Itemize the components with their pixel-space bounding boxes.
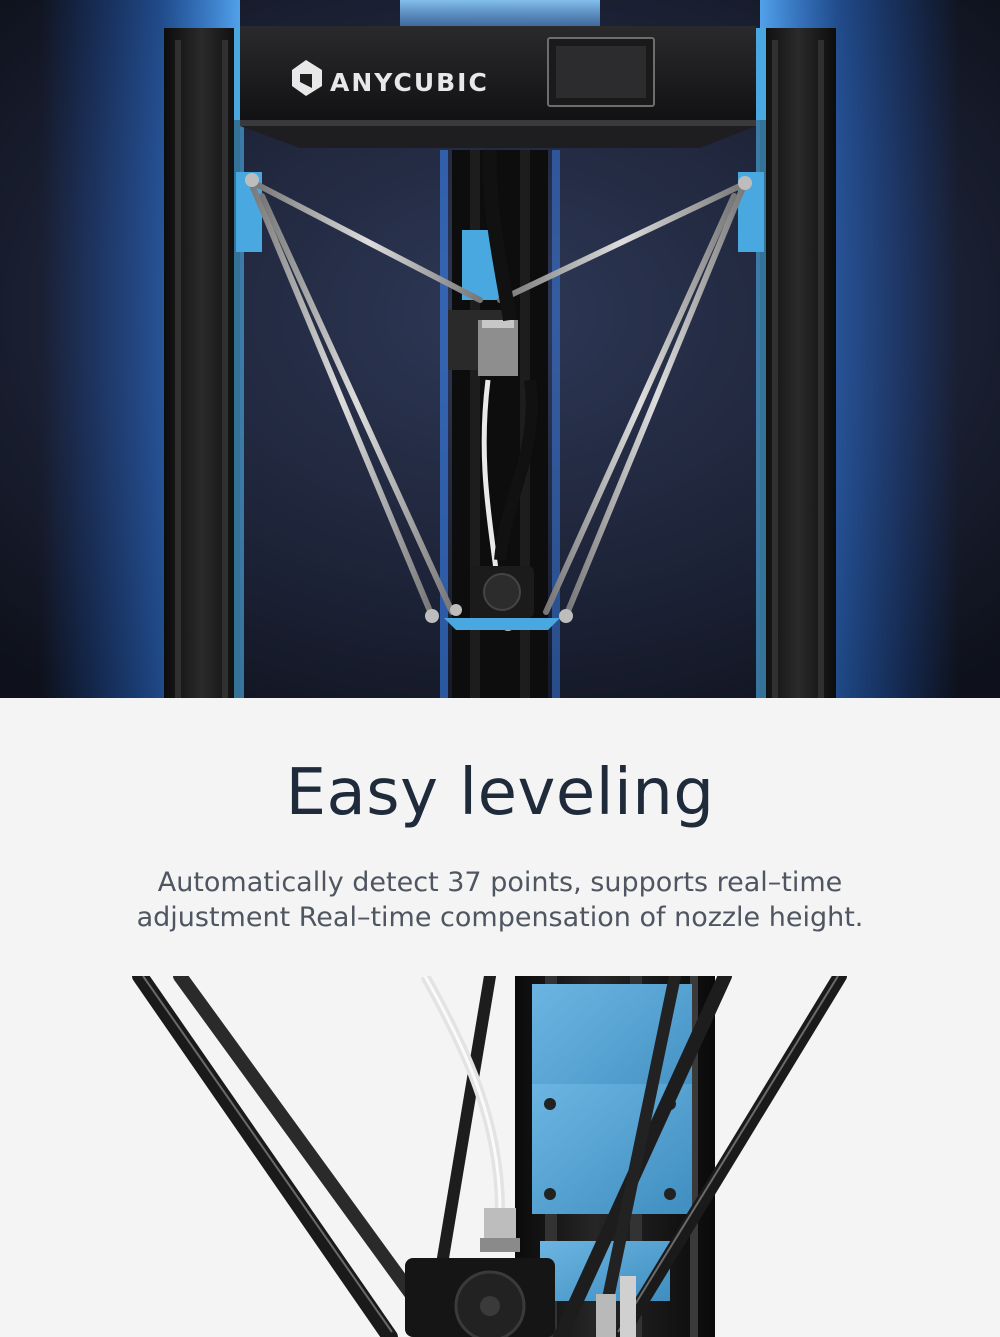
- closeup-effector-photo: [0, 976, 1000, 1337]
- description-line-1: Automatically detect 37 points, supports…: [157, 867, 843, 898]
- feature-text-section: Easy leveling Automatically detect 37 po…: [0, 698, 1000, 976]
- hero-printer-photo: ANYCUBIC: [0, 0, 1000, 698]
- effector-closeup-illustration: [0, 976, 1000, 1337]
- description-line-2: adjustment Real–time compensation of noz…: [136, 902, 864, 933]
- feature-description: Automatically detect 37 points, supports…: [0, 865, 1000, 935]
- brand-logo-text: ANYCUBIC: [330, 68, 489, 97]
- feature-headline: Easy leveling: [285, 756, 715, 830]
- printer-illustration: [0, 0, 1000, 698]
